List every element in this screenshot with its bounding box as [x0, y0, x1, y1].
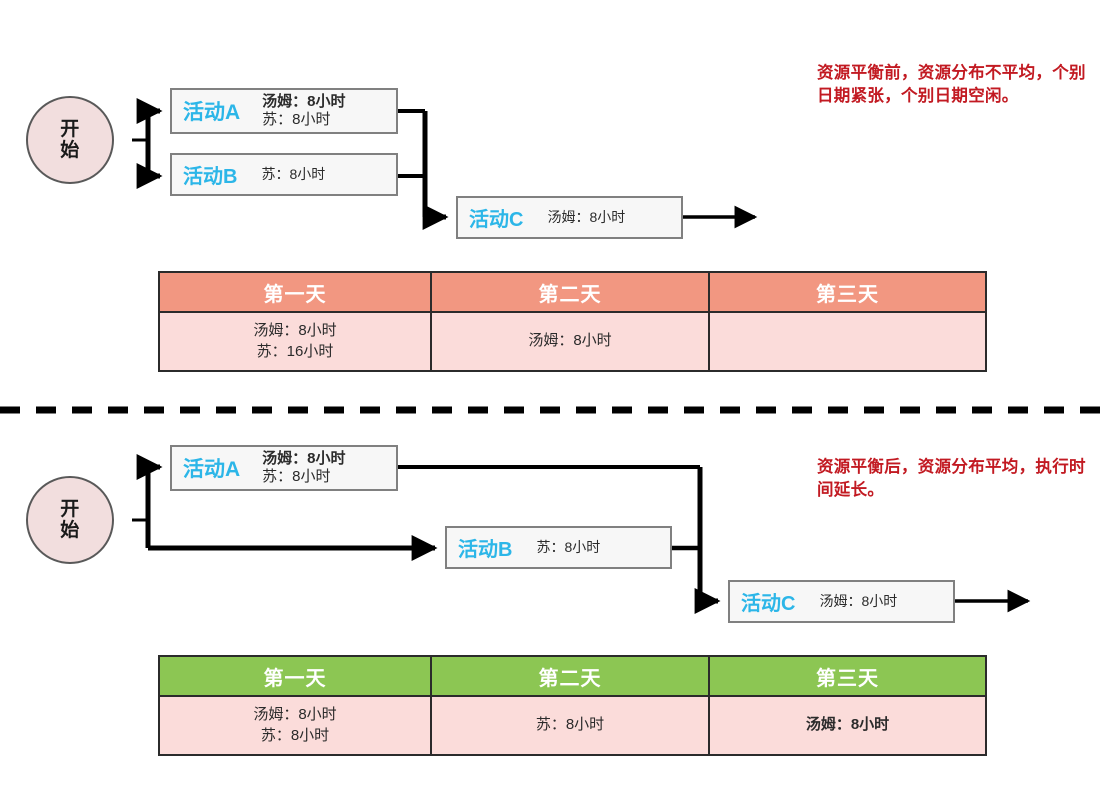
start-node-before[interactable]: 开 始 — [26, 96, 114, 184]
resource-line: 汤姆：8小时 — [262, 92, 346, 110]
schedule-table-before: 第一天 第二天 第三天 汤姆：8小时 苏：16小时 汤姆：8小时 — [158, 271, 987, 372]
start-label-line1: 开 — [60, 118, 80, 140]
activity-a-before-name: 活动A — [183, 101, 241, 124]
table-cell: 苏：8小时 — [430, 695, 710, 756]
resource-line: 苏：8小时 — [262, 468, 331, 485]
start-node-after[interactable]: 开 始 — [26, 476, 114, 564]
activity-a-after-resources: 汤姆：8小时 苏：8小时 — [262, 450, 345, 487]
activity-b-before-resources: 苏：8小时 — [261, 165, 326, 182]
table-header-cell: 第二天 — [430, 271, 710, 313]
cell-line: 苏：8小时 — [535, 716, 605, 734]
activity-box-c-after[interactable]: 活动C 汤姆：8小时 — [728, 580, 955, 623]
activity-b-before-name: 活动B — [183, 166, 238, 188]
table-cell: 汤姆：8小时 — [708, 695, 987, 756]
resource-line: 汤姆：8小时 — [262, 449, 346, 467]
table-row: 汤姆：8小时 苏：8小时 苏：8小时 汤姆：8小时 — [158, 695, 987, 756]
table-cell: 汤姆：8小时 苏：16小时 — [158, 311, 432, 372]
activity-b-after-name: 活动B — [458, 539, 513, 561]
table-header-cell: 第一天 — [158, 271, 432, 313]
table-cell-empty — [708, 311, 987, 372]
activity-c-before-name: 活动C — [469, 209, 524, 231]
activity-b-after-resources: 苏：8小时 — [536, 538, 601, 555]
table-cell: 汤姆：8小时 苏：8小时 — [158, 695, 432, 756]
activity-box-b-before[interactable]: 活动B 苏：8小时 — [170, 153, 398, 196]
resource-line: 苏：8小时 — [262, 111, 331, 128]
activity-c-before-resources: 汤姆：8小时 — [547, 208, 626, 225]
activity-box-a-after[interactable]: 活动A 汤姆：8小时 苏：8小时 — [170, 445, 398, 491]
start-node-before-label: 开 始 — [60, 119, 80, 162]
table-header-cell: 第二天 — [430, 655, 710, 697]
activity-a-before-resources: 汤姆：8小时 苏：8小时 — [262, 93, 345, 130]
cell-line: 汤姆：8小时 — [528, 332, 612, 350]
table-header-cell: 第三天 — [708, 655, 987, 697]
cell-line: 苏：16小时 — [256, 342, 334, 360]
activity-box-a-before[interactable]: 活动A 汤姆：8小时 苏：8小时 — [170, 88, 398, 134]
cell-line: 汤姆：8小时 — [805, 716, 890, 734]
annotation-before: 资源平衡前，资源分布不平均，个别日期紧张，个别日期空闲。 — [817, 64, 1086, 106]
table-header-cell: 第一天 — [158, 655, 432, 697]
cell-line: 苏：8小时 — [260, 726, 330, 744]
schedule-table-after: 第一天 第二天 第三天 汤姆：8小时 苏：8小时 苏：8小时 汤姆：8小时 — [158, 655, 987, 756]
table-cell: 汤姆：8小时 — [430, 311, 710, 372]
start-node-after-label: 开 始 — [60, 499, 80, 542]
activity-box-c-before[interactable]: 活动C 汤姆：8小时 — [456, 196, 683, 239]
cell-line: 汤姆：8小时 — [253, 706, 337, 724]
table-header-row-after: 第一天 第二天 第三天 — [158, 655, 987, 697]
table-header-row-before: 第一天 第二天 第三天 — [158, 271, 987, 313]
activity-c-after-name: 活动C — [741, 593, 796, 615]
cell-line: 汤姆：8小时 — [253, 322, 337, 340]
activity-c-after-resources: 汤姆：8小时 — [819, 592, 898, 609]
activity-box-b-after[interactable]: 活动B 苏：8小时 — [445, 526, 672, 569]
start-label-line1: 开 — [60, 498, 80, 520]
start-label-line2: 始 — [60, 520, 80, 541]
activity-a-after-name: 活动A — [183, 458, 241, 481]
annotation-after: 资源平衡后，资源分布平均，执行时间延长。 — [817, 458, 1086, 500]
table-row: 汤姆：8小时 苏：16小时 汤姆：8小时 — [158, 311, 987, 372]
table-header-cell: 第三天 — [708, 271, 987, 313]
start-label-line2: 始 — [60, 140, 80, 161]
